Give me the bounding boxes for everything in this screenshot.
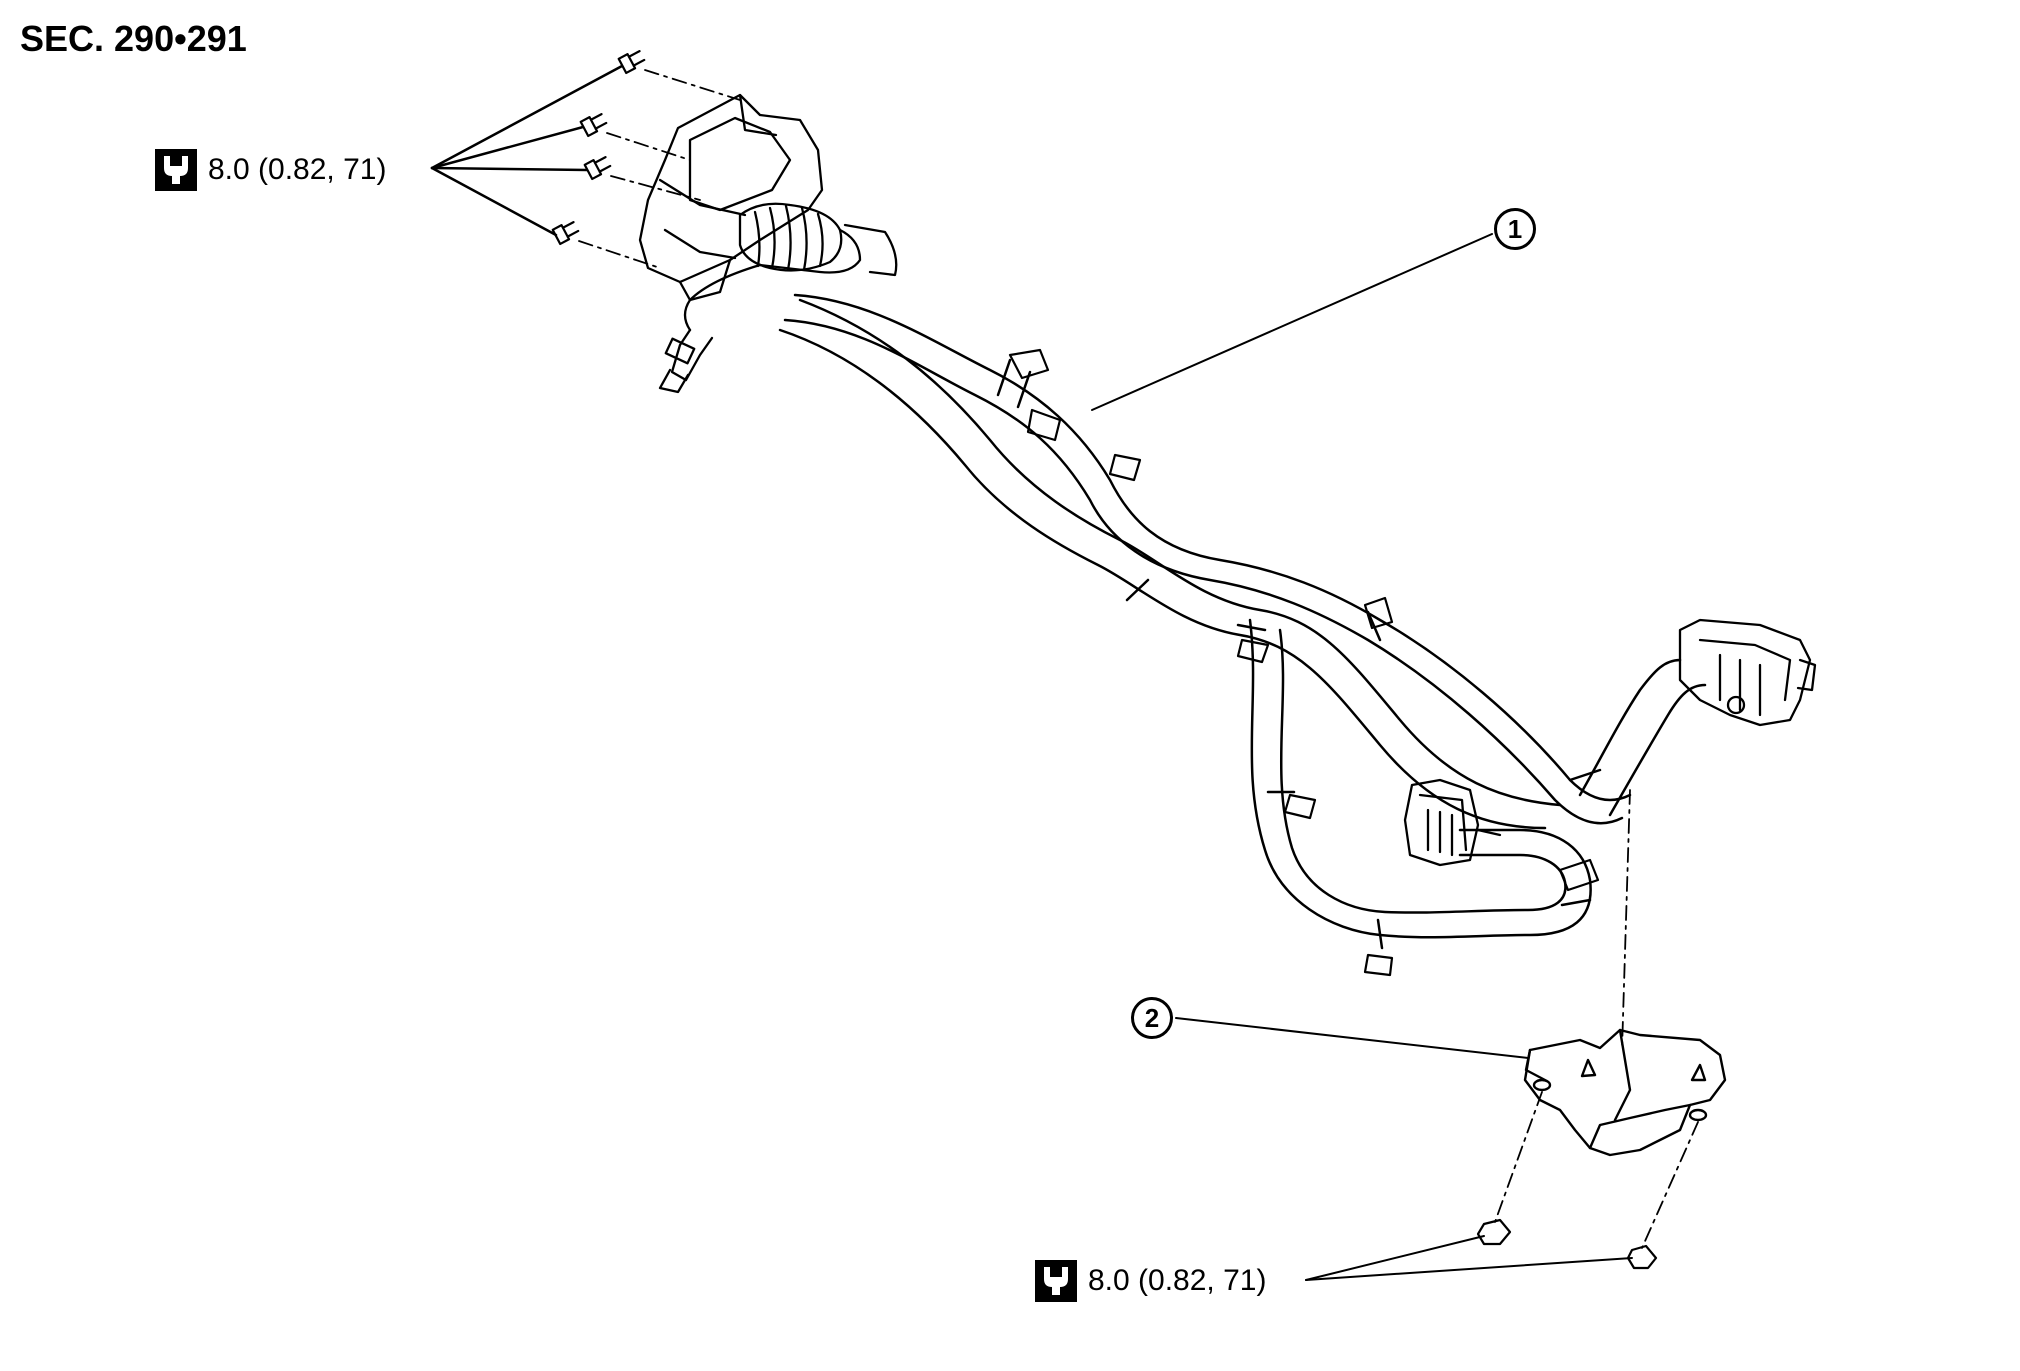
top-torque-leaders [430,64,624,237]
main-harness [778,293,1707,950]
callout-1-leader [1091,233,1493,411]
torque-wrench-icon [155,149,197,191]
section-title: SEC. 290•291 [20,18,247,59]
right-connector [1678,618,1817,727]
bottom-torque-leaders [1305,1235,1633,1281]
torque-wrench-icon [1035,1260,1077,1302]
top-bolts [551,50,646,246]
harness-clips [1008,348,1600,977]
junction-block [638,93,898,394]
callout-2: 2 [1131,997,1173,1039]
callout-1: 1 [1494,208,1536,250]
nut-alignment-lines [1494,1091,1699,1249]
callout-2-leader [1175,1017,1529,1059]
torque-spec-top: 8.0 (0.82, 71) [154,148,386,192]
bracket-alignment-line [1621,789,1631,1051]
torque-spec-bottom: 8.0 (0.82, 71) [1034,1259,1266,1303]
torque-value-top: 8.0 (0.82, 71) [208,153,387,186]
bottom-fasteners [1476,1218,1658,1270]
middle-connector [1403,778,1502,867]
torque-value-bottom: 8.0 (0.82, 71) [1088,1264,1267,1297]
mounting-bracket [1523,1028,1727,1157]
